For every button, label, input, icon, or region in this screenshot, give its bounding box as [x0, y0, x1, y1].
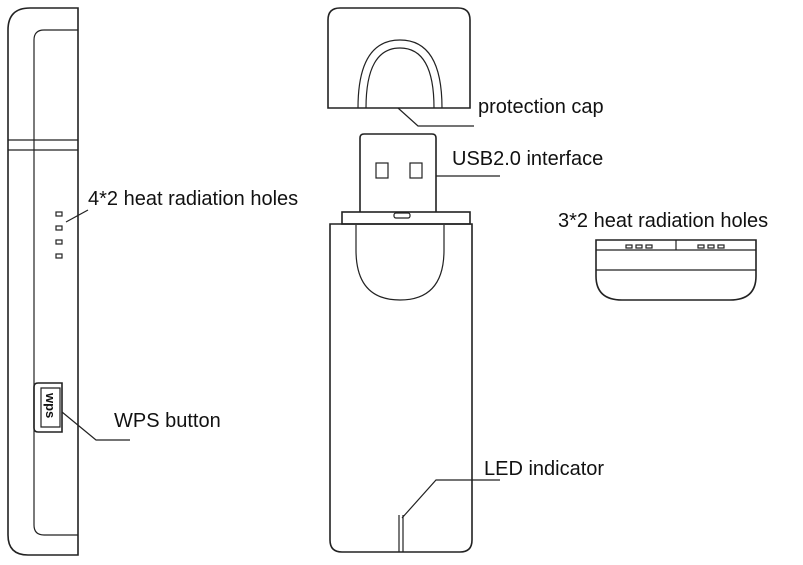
led-indicator-label: LED indicator — [484, 458, 605, 480]
protection-cap-shape — [327, 7, 471, 109]
usb-plug-shape — [341, 133, 471, 225]
back-end-view — [595, 239, 757, 301]
protection-cap-label: protection cap — [478, 96, 604, 118]
side-heat-holes — [55, 211, 63, 259]
side-heat-holes-label: 4*2 heat radiation holes — [88, 188, 299, 210]
side-view-dongle — [7, 7, 79, 556]
back-heat-holes — [625, 244, 725, 249]
wps-button-label: WPS button — [114, 410, 221, 432]
dongle-body-shape — [329, 223, 473, 553]
wps-button-text: wps — [43, 392, 58, 418]
usb-interface-label: USB2.0 interface — [452, 148, 604, 170]
leader-lines — [61, 107, 500, 519]
wps-button-shape: wps — [33, 382, 63, 433]
back-heat-holes-label: 3*2 heat radiation holes — [558, 210, 769, 232]
